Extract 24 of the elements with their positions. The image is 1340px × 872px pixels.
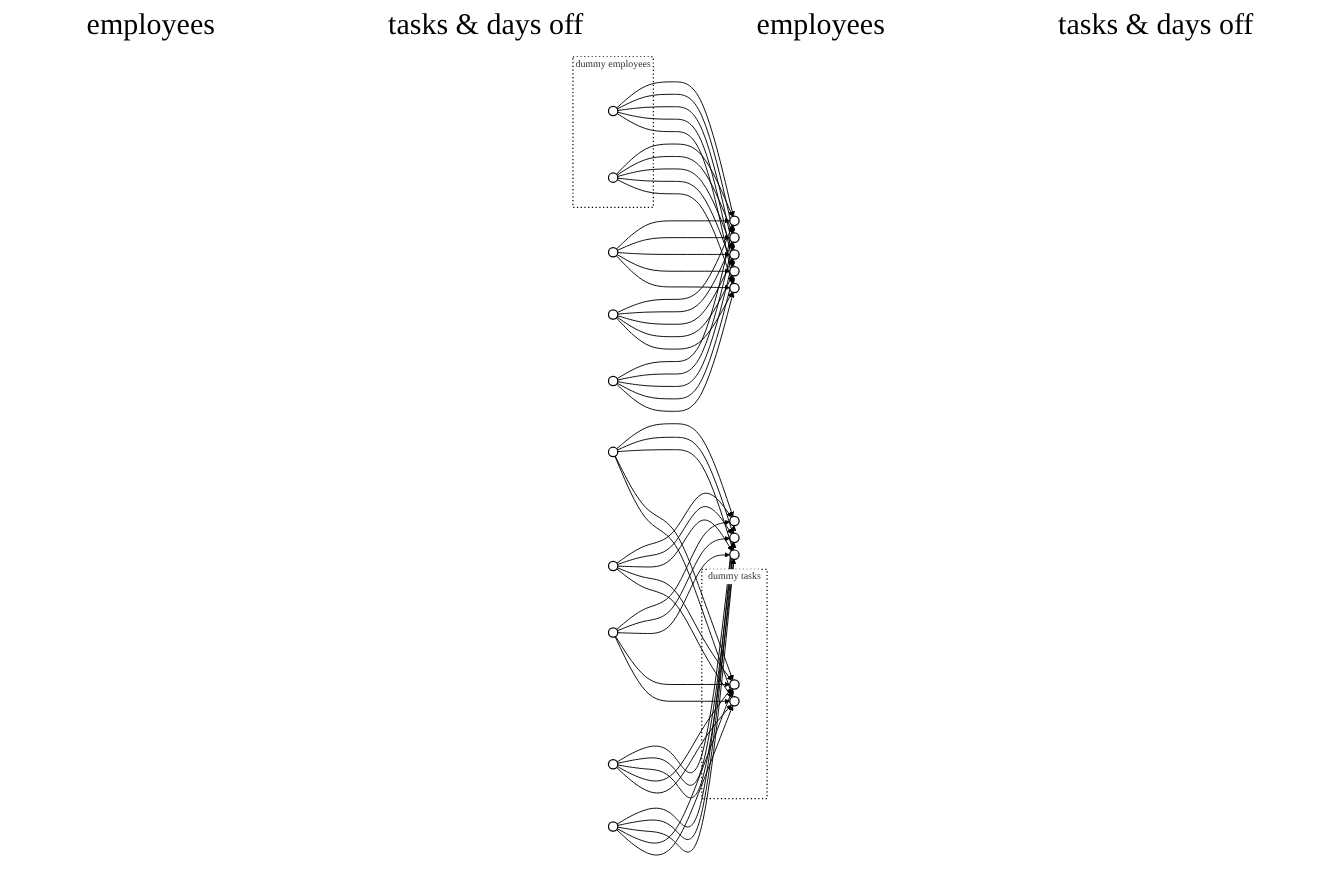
node-circle (607, 375, 619, 387)
node-circle (607, 821, 619, 832)
node-circle (729, 679, 740, 690)
column-heading: tasks & days off (388, 9, 584, 43)
node-circle (729, 515, 740, 527)
node-circle (729, 232, 740, 243)
node-circle (607, 446, 619, 458)
node-circle (607, 309, 619, 320)
column-heading: employees (756, 9, 885, 43)
node-circle (729, 696, 740, 707)
node-circle (729, 215, 740, 227)
node-circle (729, 265, 740, 277)
node-circle (607, 246, 619, 258)
node-circle (729, 532, 740, 544)
node-circle (729, 549, 740, 560)
node-circle (729, 249, 740, 260)
node-circle (607, 560, 619, 572)
column-heading: employees (86, 9, 215, 43)
node-circle (607, 627, 619, 638)
node-circle (607, 172, 619, 183)
node-circle (607, 758, 619, 770)
node-circle (607, 105, 619, 117)
node-circle (729, 282, 740, 294)
column-heading: tasks & days off (1058, 9, 1254, 43)
